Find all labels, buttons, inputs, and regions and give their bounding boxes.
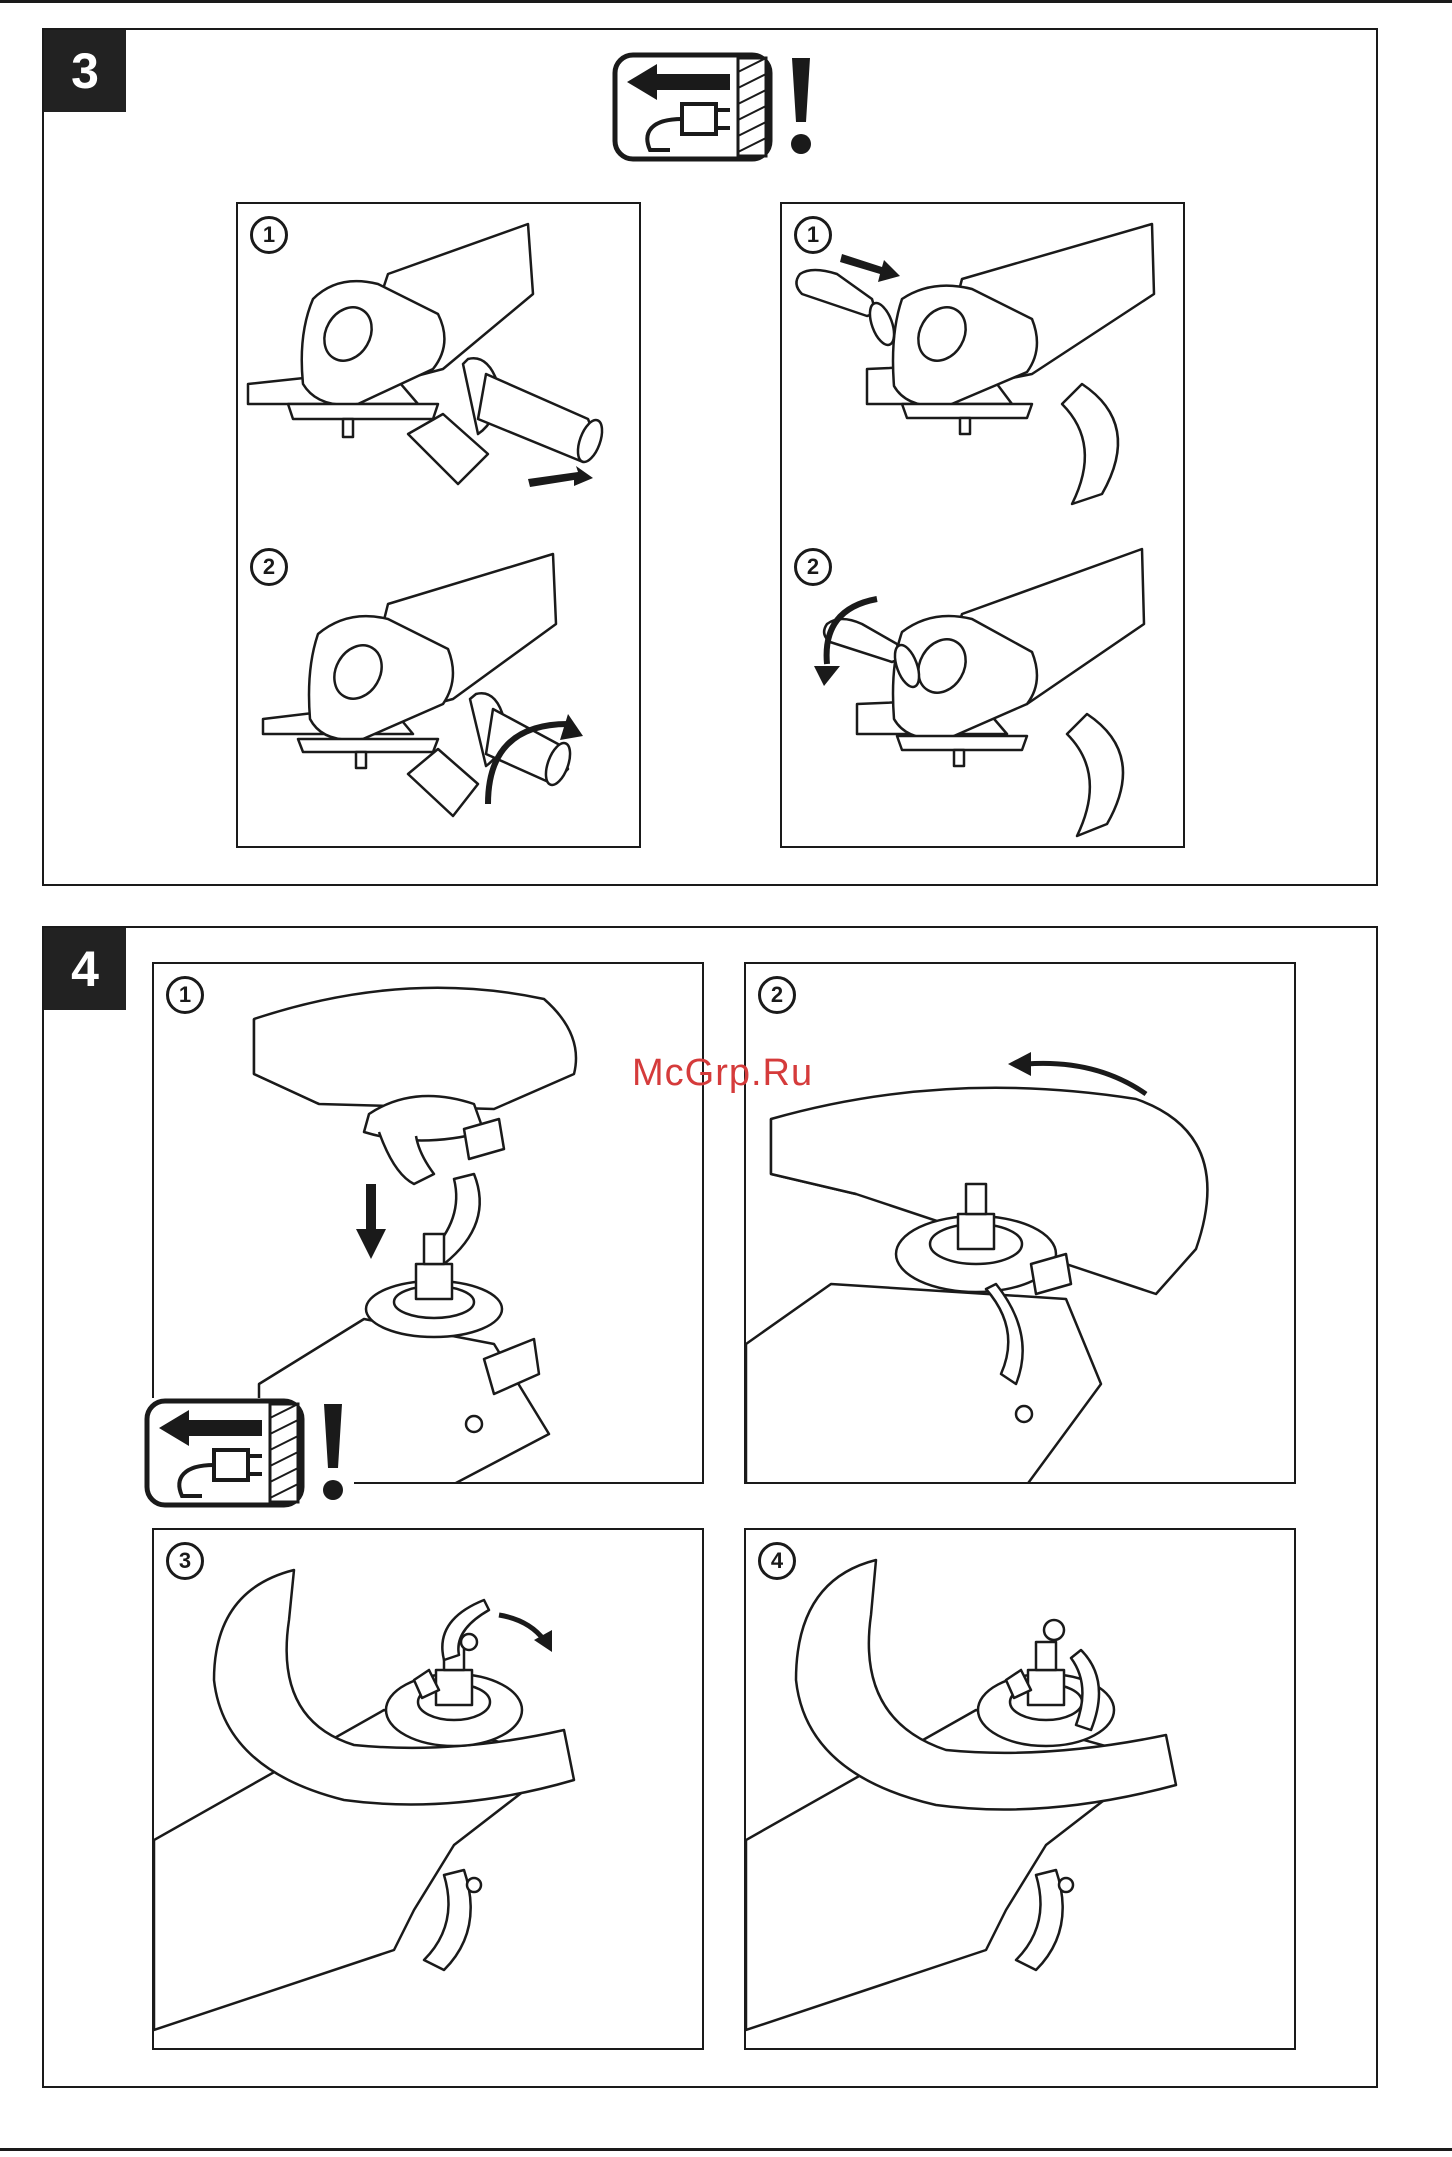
unplug-warning-icon	[144, 1398, 354, 1508]
bottom-rule	[0, 2148, 1452, 2151]
panel-3-left: 1 2	[236, 202, 641, 848]
step-marker-2: 2	[250, 548, 288, 586]
panel-4-4: 4	[744, 1528, 1296, 2050]
step-marker-3: 3	[166, 1542, 204, 1580]
step-marker-2: 2	[758, 976, 796, 1014]
panel-4-2: 2	[744, 962, 1296, 1484]
exclamation-icon	[324, 1404, 342, 1468]
guard-fitting-step4-illustration	[746, 1530, 1296, 2050]
section-3: 3	[42, 28, 1378, 886]
exclamation-icon	[792, 58, 810, 122]
panel-3-right: 1 2	[780, 202, 1185, 848]
step-marker-1: 1	[250, 216, 288, 254]
step-marker-4: 4	[758, 1542, 796, 1580]
guard-fitting-step3-illustration	[154, 1530, 704, 2050]
step-marker-2: 2	[794, 548, 832, 586]
unplug-warning-icon	[612, 52, 822, 162]
section-number: 4	[44, 928, 126, 1010]
step-marker-1: 1	[166, 976, 204, 1014]
guard-fitting-step2-illustration	[746, 964, 1296, 1484]
grinder-side-handle-left-illustration	[782, 204, 1185, 848]
grinder-side-handle-right-illustration	[238, 204, 641, 848]
step-marker-1: 1	[794, 216, 832, 254]
panel-4-3: 3	[152, 1528, 704, 2050]
top-rule	[0, 0, 1452, 3]
watermark: McGrp.Ru	[632, 1052, 813, 1095]
section-number: 3	[44, 30, 126, 112]
section-4: 4 1	[42, 926, 1378, 2088]
